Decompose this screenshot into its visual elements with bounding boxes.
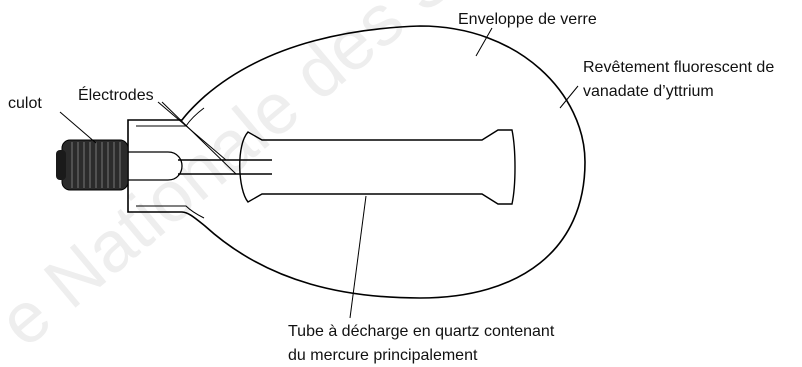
label-coating-line2: vanadate d’yttrium xyxy=(583,83,714,100)
quartz-discharge-tube xyxy=(239,129,516,205)
label-culot: culot xyxy=(8,95,42,112)
culot-base xyxy=(56,139,129,191)
label-envelope: Enveloppe de verre xyxy=(458,11,597,28)
stem xyxy=(128,151,183,181)
label-coating-line1: Revêtement fluorescent de xyxy=(583,59,774,76)
glass-envelope xyxy=(127,25,586,299)
leader-coating xyxy=(559,85,579,109)
label-tube-line2: du mercure principalement xyxy=(288,347,478,364)
leader-envelope xyxy=(475,27,493,57)
label-tube-line1: Tube à décharge en quartz contenant xyxy=(288,323,555,340)
label-electrodes: Électrodes xyxy=(78,85,154,104)
leader-culot xyxy=(59,111,97,144)
leader-tube xyxy=(349,195,367,319)
electrodes xyxy=(178,159,272,175)
leader-electrode-2 xyxy=(161,101,237,175)
